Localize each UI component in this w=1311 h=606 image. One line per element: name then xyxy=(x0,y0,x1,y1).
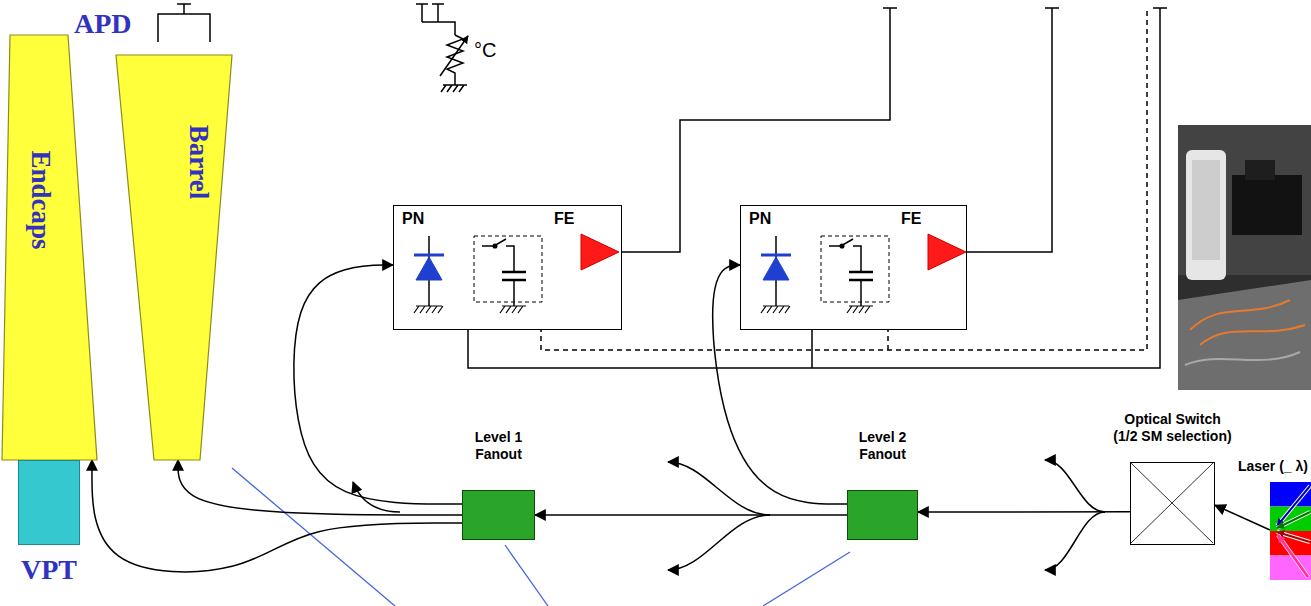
control-wire xyxy=(541,8,1147,350)
optics-block xyxy=(1232,175,1302,235)
beam-arrow xyxy=(1277,512,1310,528)
photodiode-symbol xyxy=(761,236,791,306)
beam-halo xyxy=(1278,535,1308,577)
laser-housing xyxy=(1186,150,1226,280)
fanout-box: Level 2 Fanout xyxy=(847,490,918,540)
pn-board-shape xyxy=(394,206,621,329)
ground-symbol xyxy=(414,306,443,313)
barrel-crystal-shape xyxy=(116,55,232,460)
box-title: Optical Switch (1/2 SM selection) xyxy=(1112,411,1233,445)
photo-wall xyxy=(1178,125,1311,275)
fanout-arrow xyxy=(1045,512,1105,570)
light-fiber xyxy=(92,460,462,572)
amplifier-label: FE xyxy=(901,210,921,228)
ground-symbol xyxy=(500,306,526,313)
fiber xyxy=(1190,300,1290,330)
unit-label: °C xyxy=(474,40,496,60)
lab-photo xyxy=(1178,125,1311,390)
crystal-outline xyxy=(2,35,97,460)
fiber xyxy=(1200,325,1305,345)
pn-board: PN FE xyxy=(393,205,622,330)
light-fiber xyxy=(1215,505,1270,530)
sensor-label: APD xyxy=(74,10,132,38)
leader-line xyxy=(505,545,548,606)
light-fiber xyxy=(178,460,462,515)
fanout-arrow xyxy=(668,462,770,515)
barrel-crystal: Barrel xyxy=(116,55,232,460)
photodiode-symbol xyxy=(414,236,444,306)
switch-frame xyxy=(821,236,889,302)
box-title: Level 1 Fanout xyxy=(469,429,529,463)
capacitor-symbol xyxy=(482,239,526,306)
amplifier-symbol xyxy=(581,234,619,270)
leader-line xyxy=(232,468,395,606)
apd-wire xyxy=(158,4,210,42)
fanout-arrow xyxy=(1045,460,1105,512)
vpt-block: VPT xyxy=(18,460,80,545)
thermistor-arrow xyxy=(440,36,468,76)
leader-line xyxy=(763,552,850,606)
laser-source: Laser (_ λ) xyxy=(1270,482,1311,580)
pn-board-shape xyxy=(741,206,966,329)
amplifier-label: FE xyxy=(554,210,574,228)
optics-mount xyxy=(1245,160,1275,180)
thermistor-wire xyxy=(416,4,455,35)
ground-symbol xyxy=(761,306,790,313)
crystal-outline xyxy=(116,55,232,460)
signal-wire xyxy=(967,8,1059,252)
laser-band xyxy=(1270,556,1311,581)
crystal-label: Endcaps xyxy=(27,150,54,249)
pn-board: PN FE xyxy=(740,205,967,330)
beam-arrow xyxy=(1278,535,1308,577)
thermistor-symbol xyxy=(447,35,463,85)
fanout-arrow xyxy=(668,515,770,570)
box-title: Laser (_ λ) xyxy=(1238,459,1308,474)
optical-switch: Optical Switch (1/2 SM selection) xyxy=(1130,462,1215,545)
diode-label: PN xyxy=(749,210,771,228)
box-title: Level 2 Fanout xyxy=(853,429,913,463)
switch-cross xyxy=(1131,463,1213,543)
optical-switch-shape xyxy=(1131,463,1214,544)
photo-ground xyxy=(1178,125,1311,390)
endcap-crystal: Endcaps xyxy=(2,35,97,460)
fanout-box: Level 1 Fanout xyxy=(462,490,535,540)
cable xyxy=(1185,352,1300,365)
crystal-label: Barrel xyxy=(185,125,212,199)
optical-table xyxy=(1178,280,1311,390)
light-fiber xyxy=(918,511,1130,513)
ground-symbol xyxy=(441,85,467,92)
sensor-label: VPT xyxy=(21,556,77,584)
ground-symbol xyxy=(847,306,873,313)
capacitor-symbol xyxy=(829,239,873,306)
amplifier-symbol xyxy=(928,234,966,270)
light-fiber xyxy=(535,514,847,516)
switch-frame xyxy=(474,236,542,302)
laser-panel xyxy=(1192,160,1220,260)
laser-source-shape xyxy=(1270,482,1311,580)
diode-label: PN xyxy=(402,210,424,228)
beam-halo xyxy=(1277,512,1310,528)
